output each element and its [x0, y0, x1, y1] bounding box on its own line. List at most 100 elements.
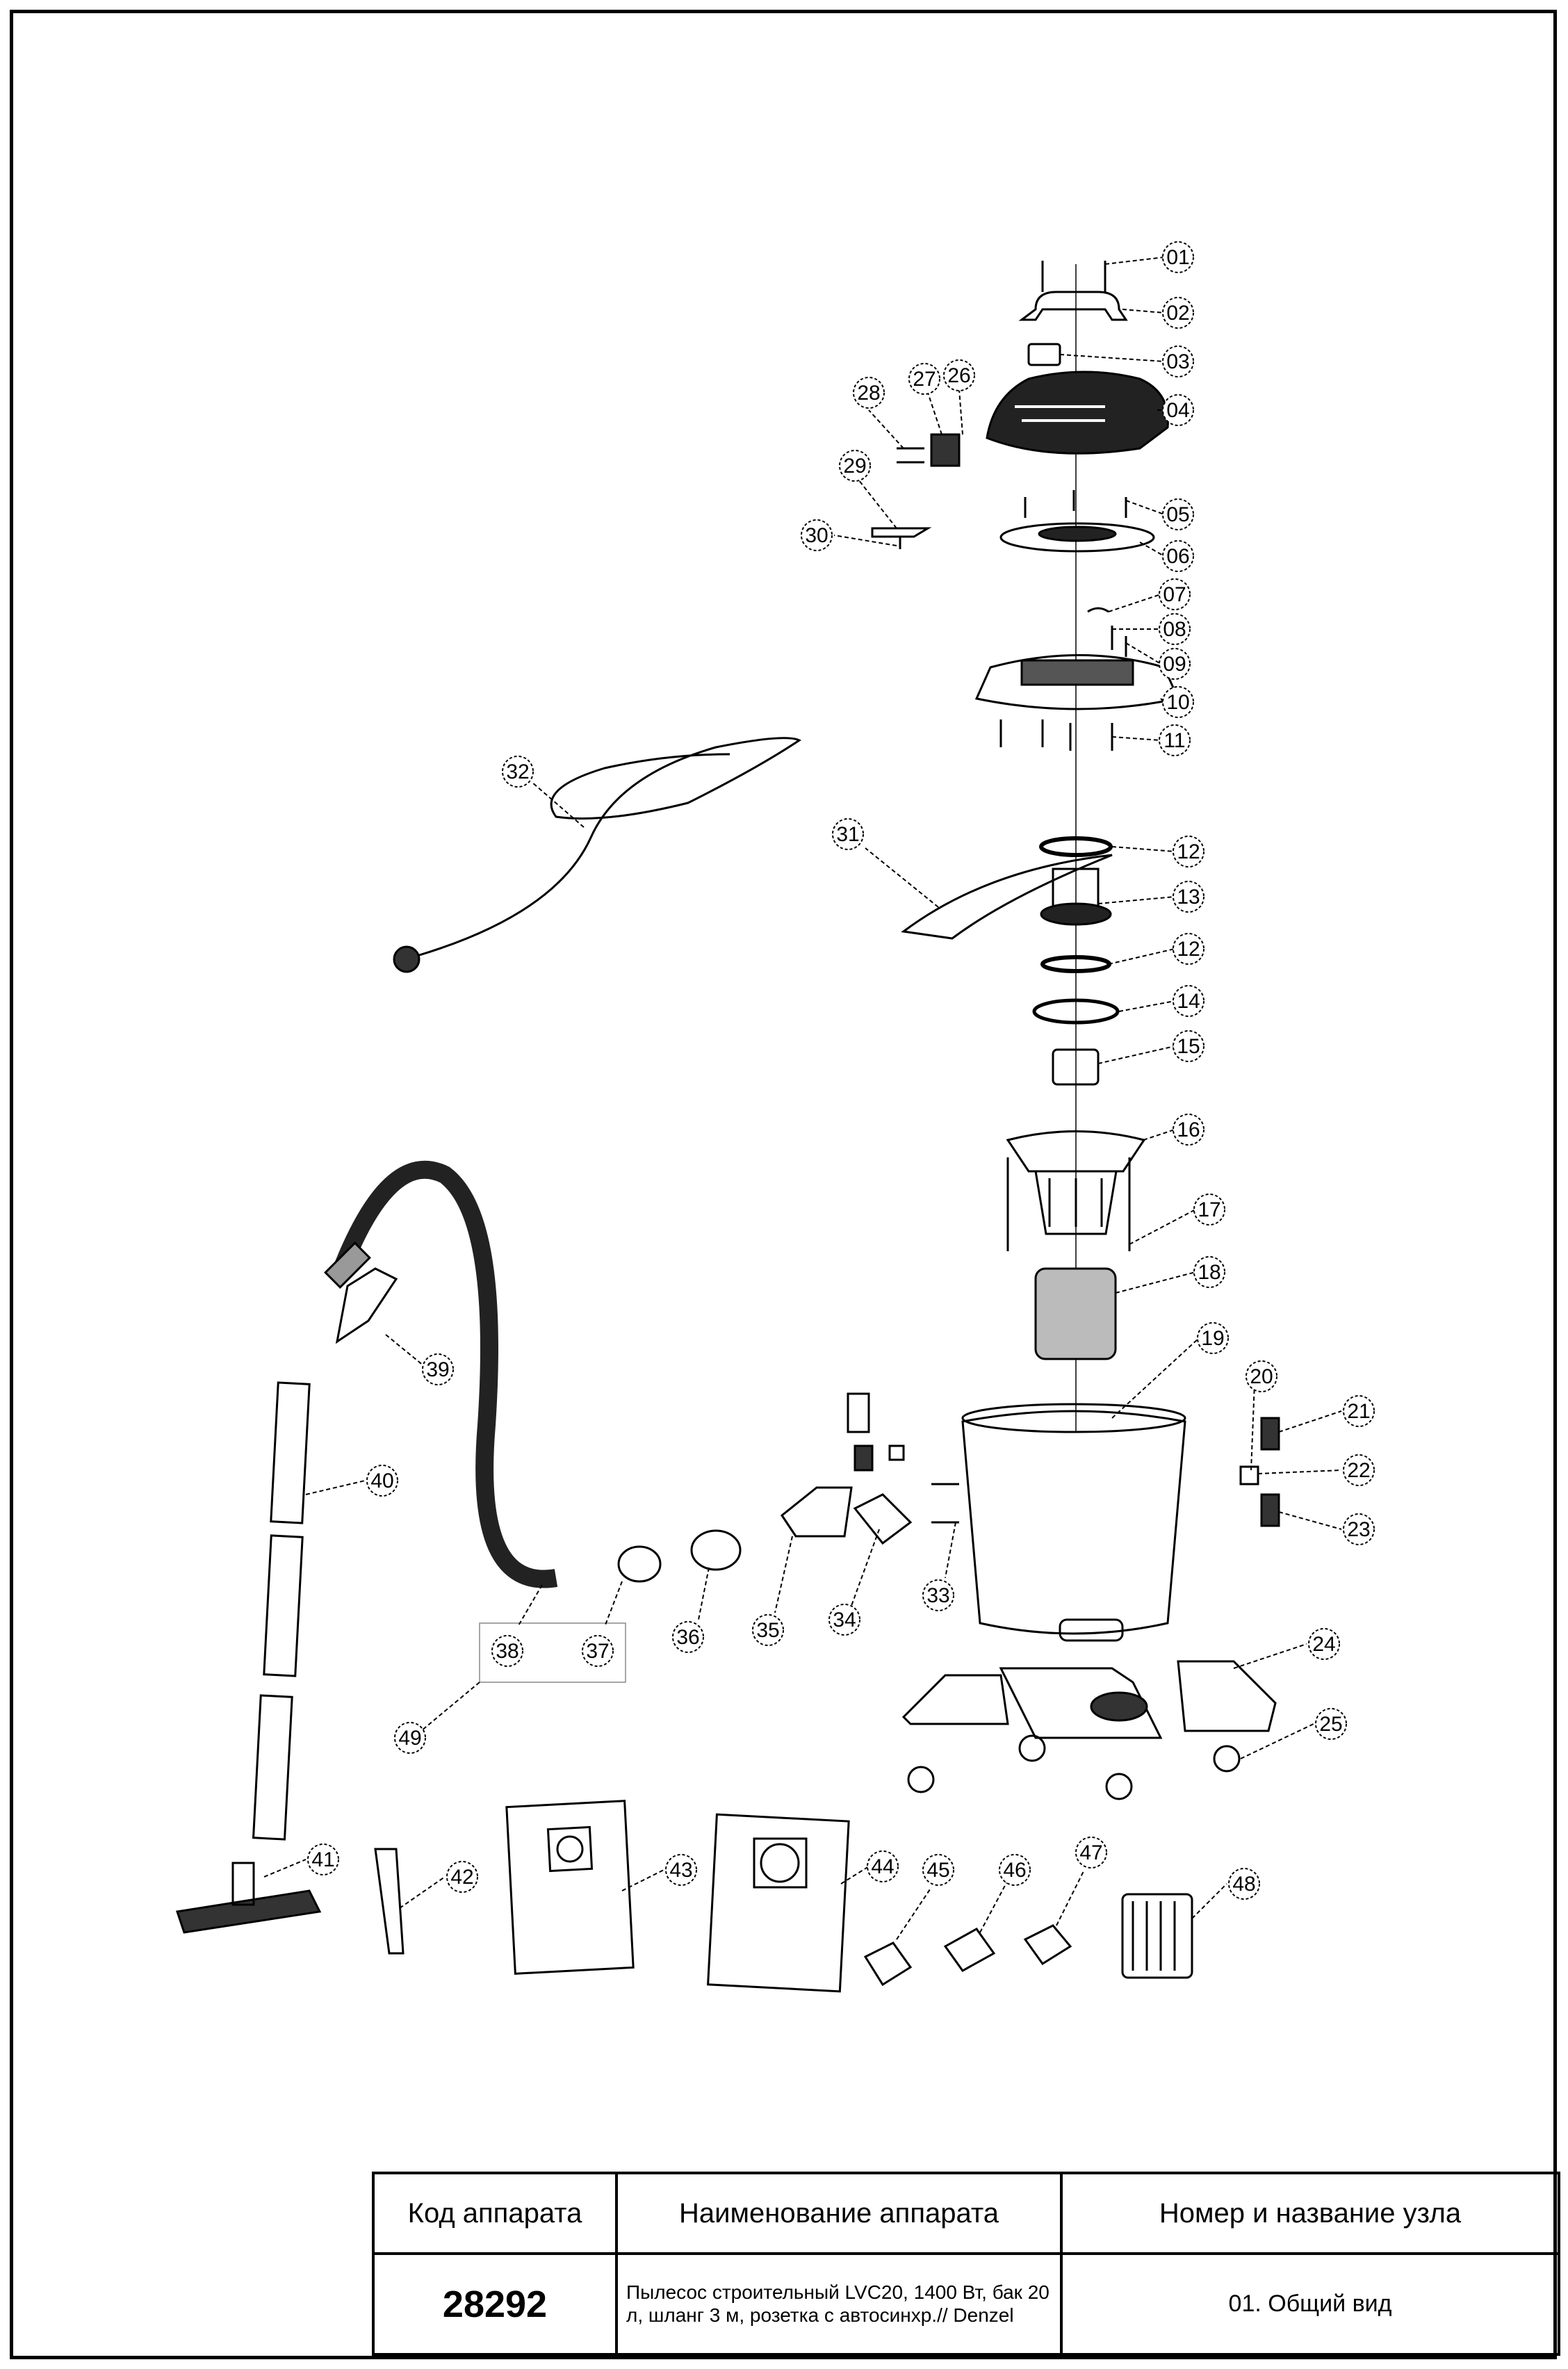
callout-04: 04: [1162, 394, 1194, 426]
callout-label: 04: [1166, 399, 1189, 422]
callout-06: 06: [1162, 540, 1194, 572]
callout-label: 06: [1166, 545, 1189, 568]
callout-08: 08: [1159, 613, 1191, 645]
callout-label: 29: [843, 455, 866, 478]
callout-label: 32: [506, 760, 529, 783]
callout-43: 43: [665, 1854, 697, 1886]
part-34-flange: [853, 1493, 913, 1545]
part-42-crevice-nozzle: [374, 1848, 405, 1955]
callout-label: 46: [1003, 1859, 1026, 1882]
callout-42: 42: [446, 1861, 478, 1893]
part-07-clip: [1087, 607, 1109, 613]
callout-16: 16: [1173, 1114, 1204, 1146]
callout-18: 18: [1193, 1256, 1225, 1288]
callout-label: 20: [1250, 1365, 1273, 1388]
part-27-socket: [930, 433, 961, 467]
callout-14: 14: [1173, 985, 1204, 1017]
part-12-gasket: [1039, 836, 1113, 857]
part-23-latch: [1260, 1493, 1280, 1527]
part-15-sleeve: [1052, 1048, 1100, 1086]
part-11-screws: [999, 719, 1113, 751]
part-18-foam-filter: [1034, 1267, 1117, 1360]
callout-03: 03: [1162, 345, 1194, 377]
callout-label: 12: [1177, 938, 1200, 961]
callout-41: 41: [307, 1843, 339, 1875]
device-name: Пылесос строительный LVC20, 1400 Вт, бак…: [615, 2252, 1063, 2356]
callout-label: 22: [1347, 1459, 1370, 1482]
callout-29: 29: [839, 450, 871, 482]
callout-49: 49: [394, 1722, 426, 1754]
part-41-floor-nozzle: [176, 1889, 322, 1934]
part-02-handle: [1018, 291, 1128, 321]
part-47-adapter: [1023, 1924, 1072, 1966]
leader-lines: [263, 257, 1342, 1940]
part-22-clip: [1239, 1465, 1259, 1485]
callout-27: 27: [908, 363, 940, 395]
callout-23: 23: [1343, 1513, 1375, 1545]
callout-33: 33: [922, 1579, 954, 1611]
part-39-elbow: [335, 1267, 398, 1344]
part-24-base-center: [999, 1667, 1163, 1739]
callout-label: 33: [926, 1584, 949, 1607]
callout-label: 35: [756, 1619, 779, 1642]
part-44-cloth-bag: [707, 1813, 850, 1993]
callout-37: 37: [582, 1635, 614, 1667]
callout-07: 07: [1159, 578, 1191, 610]
part-35-inlet: [780, 1486, 853, 1538]
part-45-adapter: [863, 1941, 913, 1987]
callout-label: 44: [871, 1855, 894, 1878]
callout-13: 13: [1173, 881, 1204, 913]
callout-39: 39: [422, 1353, 454, 1385]
callout-label: 28: [857, 382, 880, 405]
drawing-frame: [10, 10, 1557, 2359]
callout-label: 34: [833, 1609, 856, 1631]
callout-label: 30: [805, 524, 828, 547]
callout-22: 22: [1343, 1454, 1375, 1486]
unit-name: 01. Общий вид: [1060, 2252, 1560, 2356]
code-header: Код аппарата: [372, 2172, 618, 2255]
callout-11: 11: [1159, 724, 1191, 756]
callout-label: 01: [1166, 246, 1189, 269]
callout-label: 38: [496, 1640, 518, 1663]
callout-label: 41: [311, 1848, 334, 1871]
callout-label: 37: [586, 1640, 609, 1663]
part-21-latch: [1260, 1417, 1280, 1451]
callout-09: 09: [1159, 648, 1191, 680]
callout-30: 30: [801, 519, 833, 551]
part-25-casters: [907, 1734, 1241, 1800]
callout-label: 26: [947, 364, 970, 387]
part-04-top-cover: [986, 371, 1169, 455]
callout-label: 48: [1232, 1873, 1255, 1896]
part-14-seal: [1032, 998, 1120, 1025]
name-header: Наименование аппарата: [615, 2172, 1063, 2255]
part-03-switch: [1027, 343, 1061, 366]
callout-12: 12: [1173, 836, 1204, 868]
callout-label: 45: [926, 1859, 949, 1882]
callout-label: 05: [1166, 503, 1189, 526]
callout-34: 34: [828, 1604, 860, 1636]
callout-20: 20: [1246, 1360, 1277, 1392]
callout-32: 32: [502, 756, 534, 788]
callout-05: 05: [1162, 498, 1194, 530]
callout-15: 15: [1173, 1030, 1204, 1062]
part-37-coupling: [617, 1545, 662, 1583]
callout-48: 48: [1228, 1868, 1260, 1900]
part-48-cartridge-filter: [1121, 1893, 1193, 1979]
callout-label: 40: [370, 1470, 393, 1492]
callout-label: 13: [1177, 886, 1200, 909]
part-29-bracket: [871, 527, 932, 538]
callout-label: 23: [1347, 1518, 1370, 1541]
callout-label: 17: [1198, 1198, 1220, 1221]
callout-label: 42: [450, 1866, 473, 1889]
callout-24: 24: [1308, 1628, 1340, 1660]
callout-25: 25: [1315, 1708, 1347, 1740]
part-17-screws: [1006, 1157, 1131, 1251]
callout-label: 36: [676, 1626, 699, 1649]
callout-label: 02: [1166, 302, 1189, 325]
part-38-hose: [332, 1160, 558, 1588]
part-10-housing: [974, 654, 1180, 710]
callout-label: 27: [913, 368, 936, 391]
part-19-tank: [961, 1410, 1186, 1635]
callout-label: 21: [1347, 1400, 1370, 1423]
